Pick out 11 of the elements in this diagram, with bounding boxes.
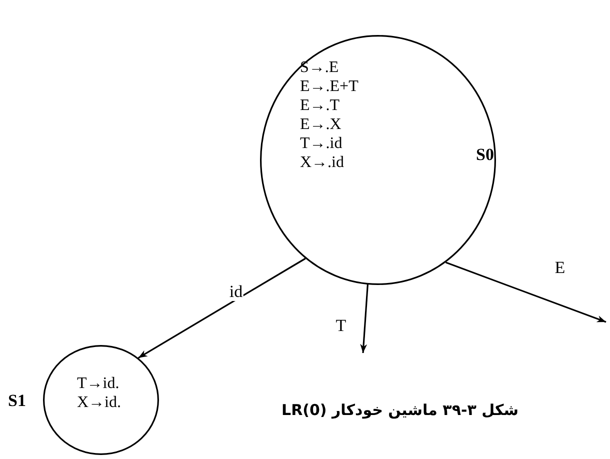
- arrow: [360, 284, 368, 354]
- item-list: T→id. X→id.: [77, 374, 127, 412]
- state-circle: [260, 35, 496, 285]
- figure-caption: شکل ۳-۳۹ ماشین خودکار LR(0): [282, 401, 518, 419]
- state-circle: [43, 345, 159, 455]
- edge-label: id: [228, 283, 244, 301]
- item-list: S→.E E→.E+T E→.T E→.X T→.id X→.id: [300, 58, 368, 172]
- state-label: S0: [476, 146, 494, 164]
- arrow: [138, 258, 306, 359]
- state-label: S1: [8, 392, 26, 410]
- arrow: [445, 262, 606, 323]
